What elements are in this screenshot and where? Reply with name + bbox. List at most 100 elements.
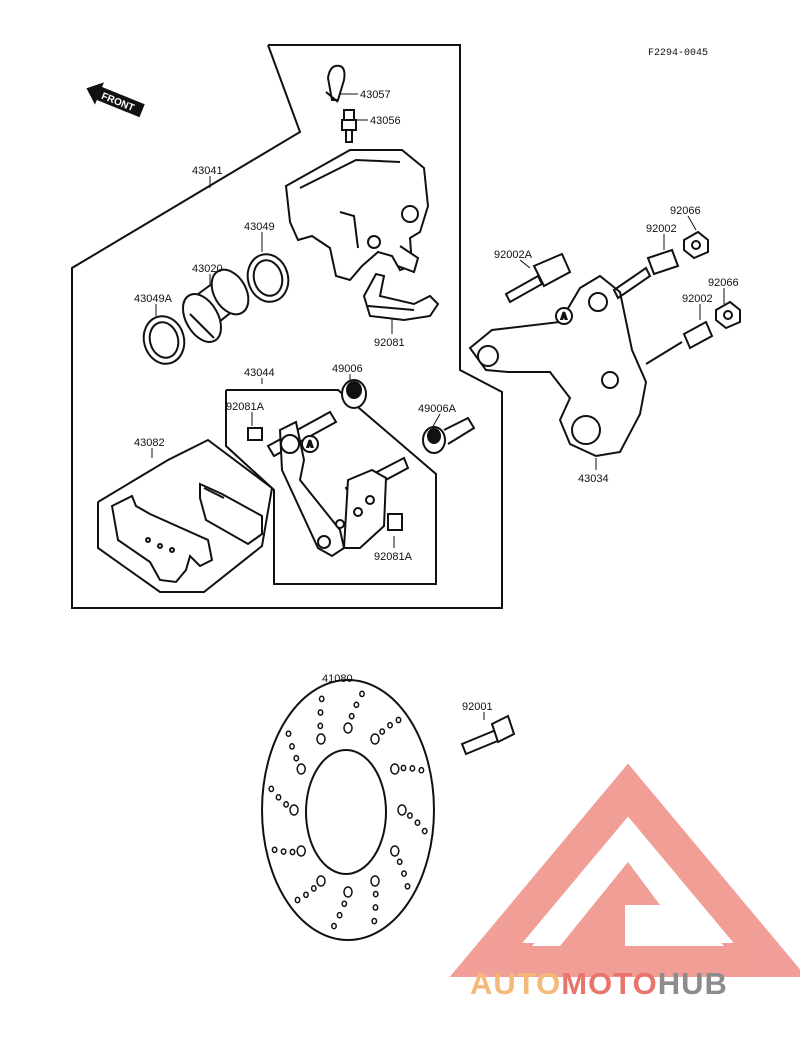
disc-hole [336,911,343,919]
ref-mark-link: A [561,312,567,321]
label-41080: 41080 [322,673,353,685]
label-92002-top: 92002 [646,223,677,235]
label-43056: 43056 [370,115,401,127]
bolt-92001 [460,714,516,756]
disc-hole [316,733,326,745]
nut-92066-top [683,230,709,260]
watermark-text: AUTOMOTOHUB [470,966,800,1001]
disc-hole [293,754,300,762]
ref-mark-bracket: A [307,440,313,449]
disc-hole [289,848,296,856]
label-43082: 43082 [134,437,165,449]
disc-hole [296,845,306,857]
disc-hole [371,917,378,925]
disc-hole [372,890,379,898]
disc-hole [294,896,301,904]
disc-hole [296,763,306,775]
disc-hole [400,764,407,772]
boot-49006 [341,379,367,409]
label-43057: 43057 [360,89,391,101]
disc-hole [331,922,337,930]
label-49006A: 49006A [418,403,457,415]
diagram-code: F2294-0045 [648,48,708,59]
brake-disc-41080 [261,679,435,941]
disc-hole [271,846,278,854]
disc-hole [370,875,380,887]
disc-hole [414,819,421,827]
nut-92066-bottom [715,300,741,330]
watermark-part-auto: AUTO [470,966,562,1001]
watermark-part-moto: MOTO [561,966,658,1001]
disc-hole [310,885,317,892]
disc-hole [379,728,386,735]
disc-hole [387,721,393,729]
disc-hole [343,886,353,898]
label-92001: 92001 [462,701,493,713]
disc-hole [341,900,348,908]
label-43041: 43041 [192,165,223,177]
clip-92081A-top [247,427,263,441]
disc-hole [396,858,403,866]
disc-hole [390,845,400,857]
pad-group-outline [97,438,274,593]
seal-43049 [246,253,290,303]
disc-hole [316,875,326,887]
bolt-92002A [504,252,572,304]
disc-holes [268,690,428,930]
boot-49006A [422,416,476,454]
caliper-bracket-43044: A [266,410,410,558]
brake-pad-43082 [110,482,263,584]
disc-hole [370,733,380,745]
pad-spring-92081 [362,272,440,322]
label-92002A: 92002A [494,249,533,261]
bolt-92002-bottom [645,320,714,365]
bleed-valve-43056 [341,109,357,143]
label-43049A: 43049A [134,293,173,305]
label-92081: 92081 [374,337,405,349]
disc-hole [406,812,413,819]
label-92066-bottom: 92066 [708,277,739,289]
label-92081A-top: 92081A [226,401,265,413]
piston-43020 [182,268,250,343]
label-92081A-bottom: 92081A [374,551,413,563]
disc-hole [418,766,425,774]
disc-hole [409,765,416,772]
disc-hole [317,709,324,716]
disc-hole [289,804,299,816]
disc-hole [318,695,325,703]
disc-hole [289,743,295,750]
disc-hole [421,827,428,835]
disc-hole [359,690,365,698]
label-92002-bottom: 92002 [682,293,713,305]
disc-hole [404,882,411,890]
label-43034: 43034 [578,473,609,485]
label-92066-top: 92066 [670,205,701,217]
disc-hole [390,763,400,775]
disc-hole [397,804,407,816]
disc-hole [285,730,292,738]
label-43044: 43044 [244,367,275,379]
watermark-part-hub: HUB [657,966,728,1001]
disc-hole [372,904,379,911]
disc-hole [268,785,275,793]
assembly-outline [71,44,503,609]
watermark-logo-icon [449,763,800,977]
disc-hole [275,793,282,801]
disc-hole [303,891,309,899]
disc-hole [401,870,407,877]
banjo-fitting-43057 [325,64,346,103]
label-43049: 43049 [244,221,275,233]
disc-hole [317,722,324,730]
clip-92081A-bottom [387,513,403,531]
torque-link-43034: A [468,274,648,458]
bolt-92002-top [612,248,680,300]
disc-hole [395,716,402,724]
disc-hole [283,801,290,808]
label-43020: 43020 [192,263,223,275]
seal-43049A [142,315,186,365]
caliper-body [284,149,430,282]
disc-hole [280,848,287,855]
disc-hole [353,701,360,709]
disc-hole [348,712,355,720]
